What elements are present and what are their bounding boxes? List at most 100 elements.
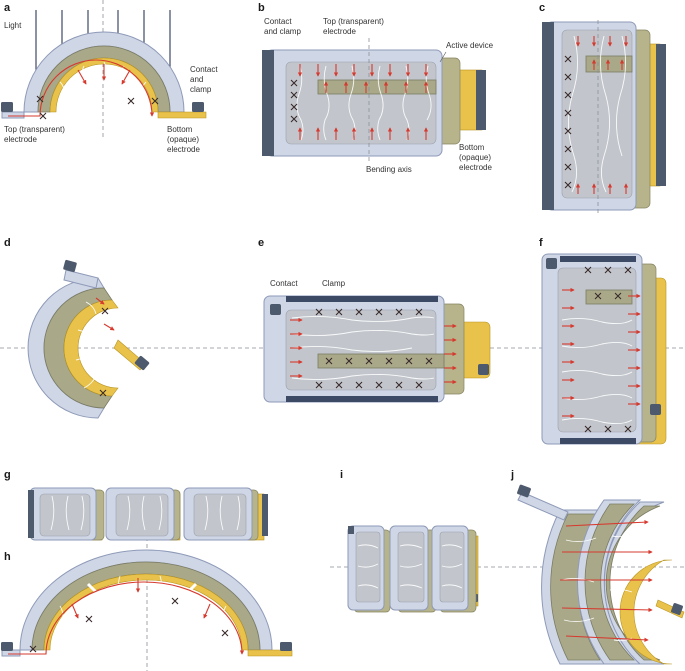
panel-label-f: f — [539, 237, 543, 249]
panel-label-i: i — [340, 469, 343, 481]
arch-gaps-h — [86, 582, 198, 596]
crack-marks-f — [584, 266, 632, 433]
panel-a: a Light — [1, 0, 218, 154]
arch-crack-marks-a — [36, 95, 159, 120]
crack-marks-e — [315, 308, 433, 389]
contact-pad-right-d — [134, 355, 150, 371]
arch-right-tail — [157, 111, 207, 119]
arch-right-tail-h — [247, 649, 293, 657]
arch-tail-top-d — [63, 269, 99, 289]
current-arrows-b — [297, 64, 429, 140]
contact-pad-right-f — [650, 404, 661, 415]
active-device-label: Active device — [446, 41, 494, 50]
contact-clamp-label-b-line2: and clamp — [264, 27, 301, 36]
inner-region-c — [561, 29, 633, 199]
cracks-e — [291, 315, 435, 381]
arch-crack-marks-d — [99, 307, 109, 397]
arch-left-tail — [1, 111, 25, 119]
panel-label-g: g — [4, 469, 11, 481]
panel-label-j: j — [510, 469, 514, 481]
panel-d: d — [4, 237, 150, 419]
current-arrows-c — [575, 36, 629, 194]
clamp-bar-top-f — [560, 256, 636, 262]
contact-clamp-label-a-line3: clamp — [190, 85, 212, 94]
contact-pad-right-g — [262, 494, 268, 536]
contact-pad-right-b — [476, 70, 486, 130]
bottom-electrode-label-a-line2: (opaque) — [167, 135, 199, 144]
contact-pad-right-c — [656, 44, 666, 186]
panel-i: i — [340, 469, 479, 613]
top-electrode-label-a-line2: electrode — [4, 135, 37, 144]
panel-f: f — [539, 237, 667, 445]
cracks-c — [568, 35, 626, 193]
arch-crack-marks-h — [29, 597, 229, 653]
bending-axis-label: Bending axis — [366, 165, 412, 174]
fan-segment-j2-active — [584, 503, 635, 661]
segment-g-2 — [105, 487, 181, 541]
contact-pad-left-a — [1, 102, 13, 112]
bottom-electrode-label-b-line3: electrode — [459, 163, 492, 172]
panel-j: j — [510, 469, 685, 665]
segment-g-3 — [183, 487, 268, 541]
bottom-electrode-label-b-line2: (opaque) — [459, 153, 491, 162]
contact-pad-left-i — [348, 526, 354, 534]
segment-i-1 — [347, 525, 391, 613]
contact-pad-left-f — [546, 258, 557, 269]
clamp-bar-bottom-f — [560, 438, 636, 444]
contact-pad-left-c — [542, 22, 554, 210]
panel-label-e: e — [258, 237, 264, 249]
top-electrode-label-b-line1: Top (transparent) — [323, 17, 384, 26]
contact-clamp-label-a-line2: and — [190, 75, 203, 84]
contact-pad-right-a — [192, 102, 204, 112]
panel-label-h: h — [4, 551, 11, 563]
arch-current-arrows-a — [8, 59, 155, 117]
panel-label-b: b — [258, 2, 265, 14]
bottom-electrode-label-a-line3: electrode — [167, 145, 200, 154]
clamp-bar-bottom-e — [286, 396, 438, 402]
contact-pad-right-j — [671, 603, 683, 615]
arch-current-arrows-h — [8, 578, 245, 655]
contact-pad-right-h — [280, 642, 292, 651]
panel-e: e Contact Clamp — [258, 237, 491, 403]
contact-clamp-label-a-line1: Contact — [190, 65, 218, 74]
contact-pad-left-h — [1, 642, 13, 651]
contact-pad-right-e — [478, 364, 489, 375]
current-arrows-f — [562, 287, 641, 419]
crack-marks-c — [564, 55, 572, 189]
light-label: Light — [4, 21, 22, 30]
panel-label-c: c — [539, 2, 545, 14]
contact-clamp-label-b-line1: Contact — [264, 17, 292, 26]
crack-marks-b — [290, 79, 298, 123]
segment-g-1 — [28, 487, 105, 541]
top-electrode-label-b-line2: electrode — [323, 27, 356, 36]
top-electrode-label-a-line1: Top (transparent) — [4, 125, 65, 134]
panel-label-d: d — [4, 237, 11, 249]
panel-label-a: a — [4, 2, 11, 14]
arch-cracks-d — [75, 301, 97, 389]
contact-label-e: Contact — [270, 279, 298, 288]
cracked-strip-f — [585, 289, 633, 305]
clamp-bar-top-e — [286, 296, 438, 302]
clamp-label-e: Clamp — [322, 279, 346, 288]
panel-b: b Contact and clamp Top (transparent) el… — [258, 2, 494, 174]
segment-i-3 — [431, 525, 477, 613]
contact-pad-left-b — [262, 50, 274, 156]
contact-pad-left-g — [28, 490, 34, 538]
contact-pad-top-d — [63, 259, 77, 273]
segment-i-2 — [389, 525, 437, 613]
bottom-electrode-label-b-line1: Bottom — [459, 143, 485, 152]
inner-region-b — [285, 61, 437, 145]
contact-pad-left-e — [270, 304, 281, 315]
arch-bottom-electrode — [49, 57, 159, 113]
bottom-electrode-label-a-line1: Bottom — [167, 125, 193, 134]
arch-current-arrows-d — [95, 297, 115, 331]
cracked-strip-b — [317, 79, 437, 95]
arch-cracks-h — [59, 575, 227, 629]
fan-current-arrows-j — [560, 519, 653, 643]
panel-c: c — [539, 2, 666, 214]
panel-g: g — [4, 469, 268, 541]
arch-bottom-electrode-d — [63, 299, 119, 397]
panel-h: h — [1, 549, 293, 657]
